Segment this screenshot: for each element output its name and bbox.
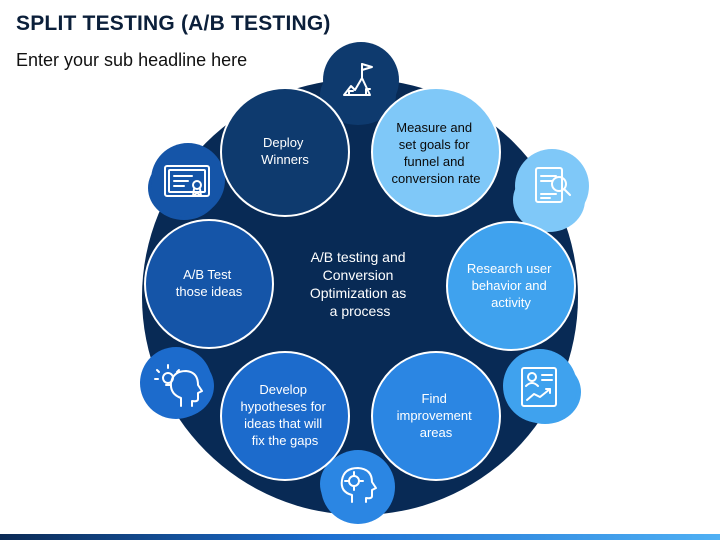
page-title: SPLIT TESTING (A/B TESTING) bbox=[16, 12, 331, 35]
certificate-icon bbox=[164, 165, 210, 197]
center-label: A/B testing and Conversion Optimization … bbox=[310, 249, 410, 319]
icon-circle-abtest bbox=[151, 143, 225, 217]
document-search-icon bbox=[535, 167, 571, 203]
step-circle-research bbox=[446, 221, 576, 351]
report-chart-icon bbox=[521, 367, 557, 407]
step-label-find: Find improvement areas bbox=[397, 391, 476, 440]
step-label-deploy: Deploy Winners bbox=[261, 135, 309, 167]
step-label-abtest: A/B Test those ideas bbox=[176, 267, 243, 299]
head-lightbulb-icon bbox=[154, 364, 203, 407]
step-circle-find bbox=[371, 351, 501, 481]
page-subtitle: Enter your sub headline here bbox=[16, 50, 248, 70]
icon-circle-measure bbox=[515, 149, 589, 223]
step-circle-develop bbox=[220, 351, 350, 481]
step-circle-deploy bbox=[220, 87, 350, 217]
icon-circle-develop bbox=[140, 347, 212, 419]
head-gear-icon bbox=[340, 467, 377, 503]
step-label-research: Research user behavior and activity bbox=[467, 261, 555, 310]
icon-circle-deploy bbox=[323, 42, 399, 118]
step-circle-abtest bbox=[144, 219, 274, 349]
step-label-measure: Measure and set goals for funnel and con… bbox=[392, 120, 481, 186]
icon-circle-research bbox=[503, 349, 577, 423]
step-circle-measure bbox=[371, 87, 501, 217]
mountain-flag-icon bbox=[343, 63, 373, 96]
step-label-develop: Develop hypotheses for ideas that will f… bbox=[241, 382, 330, 448]
bottom-accent-bar bbox=[0, 534, 720, 540]
icon-circle-find bbox=[321, 450, 395, 524]
